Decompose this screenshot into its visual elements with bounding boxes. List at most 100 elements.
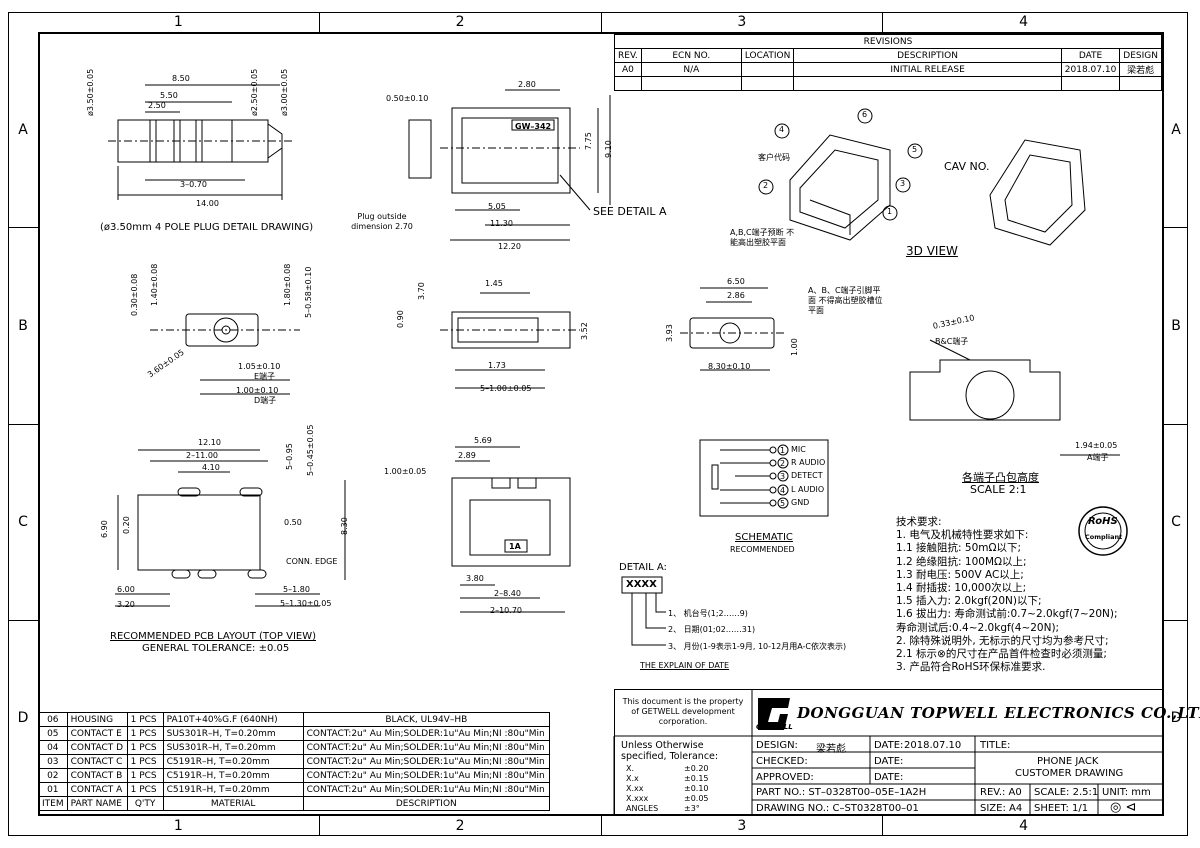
bom-qty: 1 PCS [126, 726, 164, 741]
tol-key: X.xxx [626, 794, 649, 803]
iso-note: A,B,C端子预断 不能高出塑胶平面 [730, 228, 795, 247]
bom-item: 02 [38, 768, 68, 783]
unit-field: UNIT: mm [1102, 787, 1151, 798]
top-chip-label: 1A [509, 542, 521, 551]
top-dim-2x1070: 2–10.70 [490, 606, 522, 615]
pcb-dim-410: 4.10 [202, 463, 220, 472]
bom-table: 06 HOUSING 1 PCS PA10T+40%G.F (640NH) BL… [38, 712, 551, 811]
design-value: 梁若彪 [1119, 62, 1162, 77]
mid-view-drawing [440, 292, 580, 389]
bom-item: 01 [38, 782, 68, 797]
tol-key: X. [626, 764, 635, 773]
bom-part: CONTACT A [66, 782, 128, 797]
tol-value: ±0.15 [684, 774, 709, 783]
bom-row: 06 HOUSING 1 PCS PA10T+40%G.F (640NH) BL… [38, 712, 551, 727]
bottom-dim-393: 3.93 [665, 324, 674, 342]
bom-item: 04 [38, 740, 68, 755]
bom-header-description: DESCRIPTION [302, 796, 551, 811]
design-label: DESIGN: [756, 740, 798, 751]
bom-desc: CONTACT:2u" Au Min;SOLDER:1u"Au Min;NI :… [302, 782, 551, 797]
bump-detail-drawing [909, 339, 1120, 456]
detail-a-line-3: 3、 月份(1-9表示1-9月, 10-12月用A-C依次表示) [668, 642, 847, 651]
pcb-dim-020: 0.20 [122, 516, 131, 534]
title-block [614, 689, 1164, 816]
top-dim-100: 1.00±0.05 [384, 467, 427, 476]
bom-desc: CONTACT:2u" Au Min;SOLDER:1u"Au Min;NI :… [302, 726, 551, 741]
note-line: 1.5 插入力: 2.0kgf(20N)以下; [896, 595, 1042, 608]
iso-view-drawing [758, 108, 1086, 246]
pcb-dim-5x130: 5–1.30±0.05 [280, 599, 332, 608]
approved-label: APPROVED: [756, 772, 814, 783]
bom-item: 03 [38, 754, 68, 769]
design-value: 梁若彪 [816, 744, 846, 755]
schematic-title: SCHEMATIC [735, 532, 793, 543]
bom-material: C5191R–H, T=0.20mm [162, 754, 304, 769]
zone-col-3: 3 [602, 12, 884, 32]
tol-key: X.xx [626, 784, 644, 793]
bom-desc: CONTACT:2u" Au Min;SOLDER:1u"Au Min;NI :… [302, 740, 551, 755]
ecn-value: N/A [640, 62, 742, 77]
side-dim-505: 5.05 [488, 202, 506, 211]
note-line: 2. 除特殊说明外, 无标示的尺寸均为参考尺寸; [896, 634, 1109, 647]
mid-dim-090: 0.90 [396, 310, 405, 328]
detail-a-title: DETAIL A: [619, 562, 667, 573]
bom-header-part: PART NAME [66, 796, 128, 811]
ecn-header: ECN NO. [640, 48, 742, 63]
note-line: 寿命测试后:0.4~2.0kgf(4~20N); [896, 621, 1060, 634]
front-dim-100: 1.00±0.10 [236, 386, 279, 395]
balloon-1: 1 [887, 207, 893, 216]
zone-columns-bottom: 1 2 3 4 [38, 816, 1164, 836]
pin-2-name: R AUDIO [791, 458, 826, 467]
revisions-title: REVISIONS [614, 34, 1162, 49]
schematic-drawing [699, 439, 829, 517]
plug-dim-dia300: ø3.00±0.05 [280, 68, 289, 116]
pcb-dim-600: 6.00 [117, 585, 135, 594]
pin-4-name: L AUDIO [791, 485, 825, 494]
bom-part: CONTACT E [66, 726, 128, 741]
zone-row-b: B [8, 228, 38, 425]
detail-a-leaders [621, 576, 666, 646]
rohs-badge [1078, 506, 1128, 556]
date-value: 2018.07.10 [1060, 62, 1121, 77]
note-line: 1. 电气及机械特性要求如下: [896, 529, 1029, 542]
3d-view-title: 3D VIEW [906, 244, 958, 258]
bom-material: C5191R–H, T=0.20mm [162, 782, 304, 797]
bom-material: SUS301R–H, T=0.20mm [162, 740, 304, 755]
side-view-drawing [408, 89, 611, 241]
title-label: TITLE: [980, 740, 1011, 751]
plug-dim-3x070: 3–0.70 [180, 180, 207, 189]
pcb-dim-830: 8.30 [340, 517, 349, 535]
plug-dim-250: 2.50 [148, 101, 166, 110]
plug-dim-dia250: ø2.50±0.05 [250, 68, 259, 116]
date-value: 2018.07.10 [904, 740, 962, 751]
bump-scale: SCALE 2:1 [970, 483, 1027, 496]
zone-columns-top: 1 2 3 4 [38, 12, 1164, 32]
design-header: DESIGN [1119, 48, 1162, 63]
bom-desc: BLACK, UL94V–HB [302, 712, 551, 727]
top-dim-380: 3.80 [466, 574, 484, 583]
bom-qty: 1 PCS [126, 754, 164, 769]
bom-header-material: MATERIAL [162, 796, 304, 811]
pin-1-num: 1 [780, 446, 786, 455]
tol-key: ANGLES [626, 804, 659, 813]
d-terminal-label: D端子 [254, 396, 277, 405]
plug-dim-550: 5.50 [160, 91, 178, 100]
cav-no-label: CAV NO. [944, 160, 990, 173]
location-header: LOCATION [740, 48, 795, 63]
balloon-6: 6 [862, 110, 868, 119]
bom-header-item: ITEM [38, 796, 68, 811]
bump-title: 各端子凸包高度 [962, 471, 1039, 484]
bom-row: 01 CONTACT A 1 PCS C5191R–H, T=0.20mm CO… [38, 782, 551, 797]
part-number: PART NO.: ST–0328T00–05E–1A2H [756, 787, 927, 798]
company-name: DONGGUAN TOPWELL ELECTRONICS CO.,LTD. [797, 704, 1200, 722]
plug-caption: (ø3.50mm 4 POLE PLUG DETAIL DRAWING) [100, 222, 314, 233]
zone-row-c: C [8, 425, 38, 621]
rev-header: REV. [614, 48, 642, 63]
projection-symbol-icon: ◎ ⊲ [1110, 800, 1137, 815]
note-line: 3. 产品符合RoHS环保标准要求. [896, 661, 1046, 674]
bom-material: C5191R–H, T=0.20mm [162, 768, 304, 783]
title-block-lines [613, 689, 1164, 816]
bom-part: CONTACT C [66, 754, 128, 769]
detail-a-line-1: 1、 机台号(1;2……9) [668, 609, 748, 618]
